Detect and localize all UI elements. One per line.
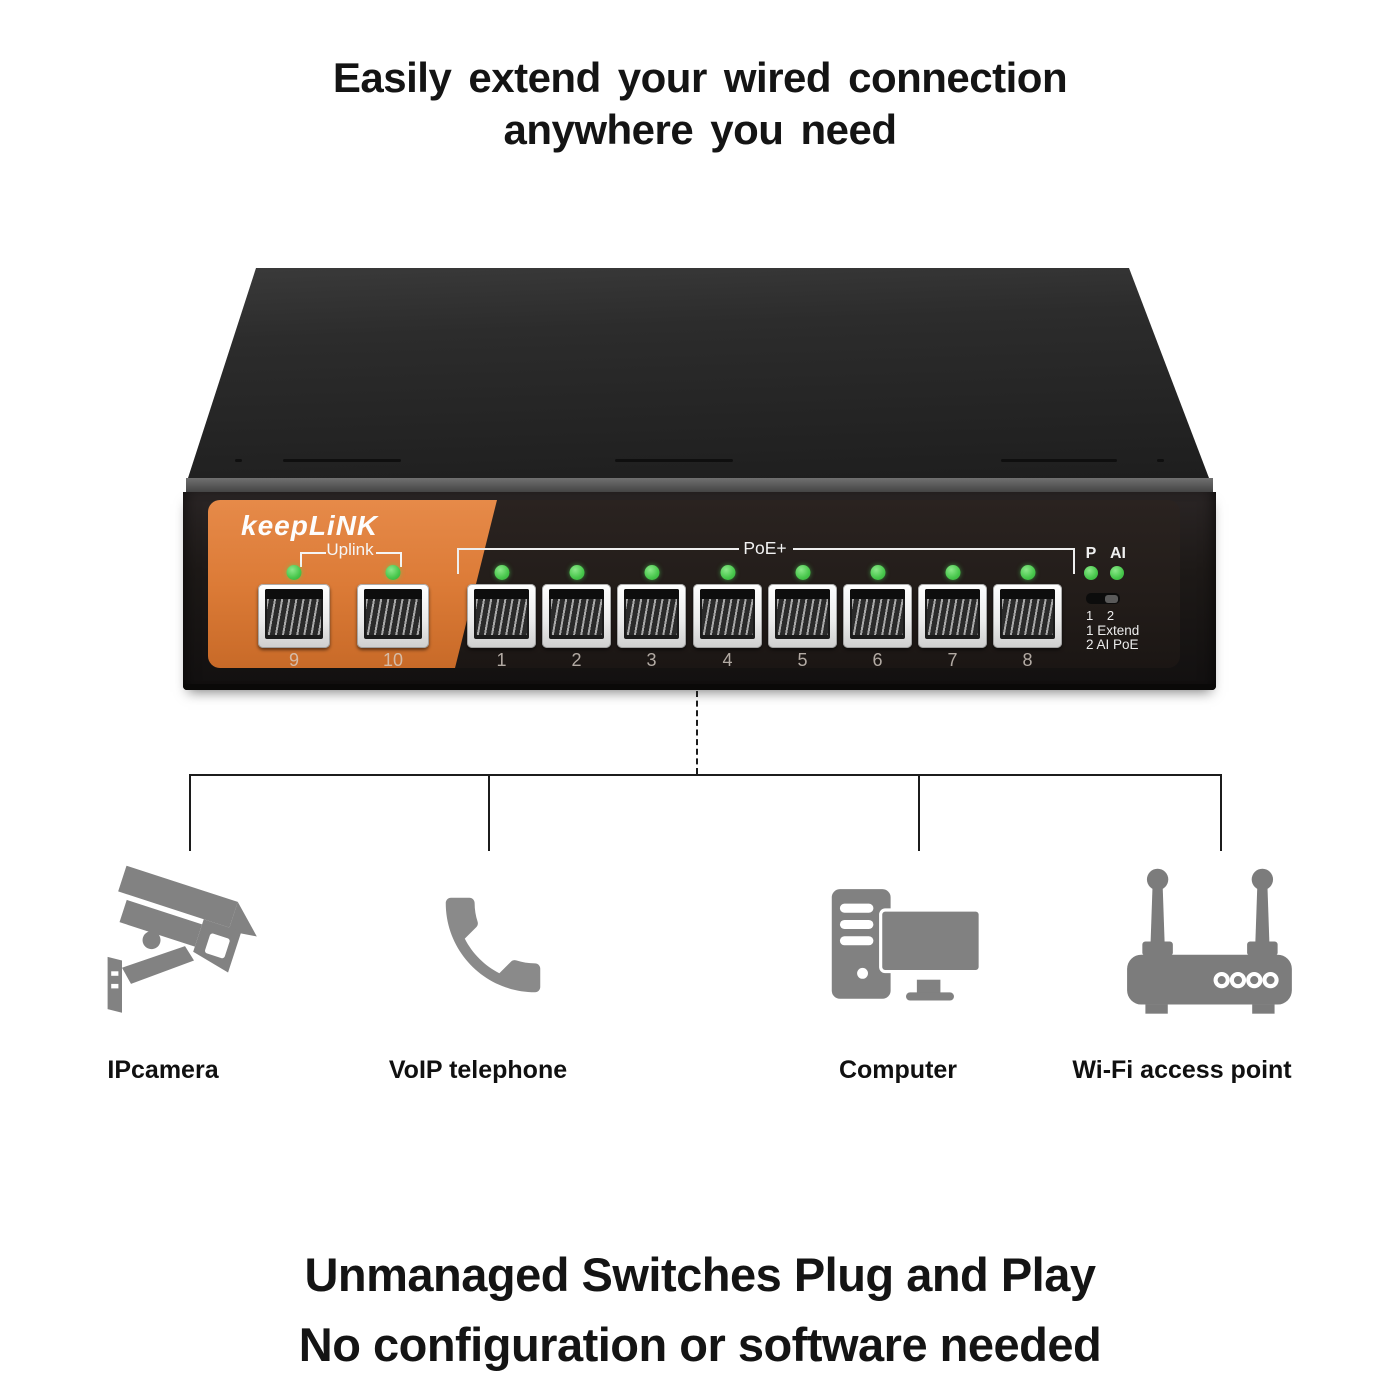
port-led: [720, 565, 735, 580]
rj45-jack: [775, 589, 830, 639]
rj45-jack: [850, 589, 905, 639]
uplink-label: Uplink: [326, 540, 374, 559]
port-group-2: 2: [542, 562, 611, 672]
label-wifi-access-point: Wi-Fi access point: [1072, 1056, 1292, 1084]
dip-position-numbers: 1 2: [1086, 608, 1120, 623]
connector-drop-ipcamera: [189, 774, 191, 851]
switch-front-bevel: [186, 478, 1213, 492]
rj45-port: [918, 584, 987, 648]
headline-top-line2: anywhere you need: [503, 106, 897, 153]
phone-handset-icon: [445, 897, 541, 993]
brand-logo: keepLiNK: [241, 510, 379, 541]
headline-bottom-line2: No configuration or software needed: [298, 1318, 1102, 1371]
port-group-1: 1: [467, 562, 536, 672]
port-group-5: 5: [768, 562, 837, 672]
rj45-jack: [549, 589, 604, 639]
port-number: 2: [571, 650, 582, 670]
port-led: [644, 565, 659, 580]
faceplate-orange-panel: [208, 500, 497, 668]
connector-horizontal-line: [189, 774, 1222, 776]
rj45-port: [693, 584, 762, 648]
connector-dashed-line: [696, 691, 698, 774]
headline-top-line1: Easily extend your wired connection: [332, 54, 1068, 101]
device-voip-telephone: [430, 882, 556, 1013]
port-led: [286, 565, 302, 580]
rj45-port: [843, 584, 912, 648]
port-led: [870, 565, 885, 580]
power-led-label: P: [1085, 545, 1097, 562]
ai-led-label: AI: [1110, 545, 1126, 562]
dip-switch-knob: [1105, 594, 1118, 603]
top-seam-slot: [283, 459, 401, 462]
top-seam-slot: [1001, 459, 1117, 462]
headline-top: Easily extend your wired connection anyw…: [0, 52, 1400, 156]
label-computer: Computer: [838, 1056, 958, 1084]
port-led: [494, 565, 509, 580]
port-number: 9: [288, 650, 299, 670]
port-group-8: 8: [993, 562, 1062, 672]
port-group-3: 3: [617, 562, 686, 672]
port-number: 7: [947, 650, 958, 670]
top-seam-dot: [1157, 459, 1164, 462]
connector-drop-computer: [918, 774, 920, 851]
rj45-port: [993, 584, 1062, 648]
port-number: 6: [872, 650, 883, 670]
poe-bracket-left: [457, 548, 739, 574]
port-number: 1: [496, 650, 507, 670]
rj45-jack: [265, 589, 323, 639]
connector-drop-voip: [488, 774, 490, 851]
label-ipcamera: IPcamera: [107, 1056, 219, 1084]
port-group-7: 7: [918, 562, 987, 672]
port-number: 8: [1022, 650, 1033, 670]
label-voip-telephone: VoIP telephone: [388, 1056, 568, 1084]
port-group-9: 9: [258, 562, 330, 672]
poe-switch: keepLiNK Uplink PoE+ 9 10 1 2 3 4 5: [183, 268, 1216, 690]
rj45-port: [617, 584, 686, 648]
connector-drop-wifi: [1220, 774, 1222, 851]
rj45-jack: [1000, 589, 1055, 639]
port-led: [1020, 565, 1035, 580]
power-led: [1084, 566, 1098, 580]
headline-bottom: Unmanaged Switches Plug and Play No conf…: [0, 1240, 1400, 1380]
dip-mode1-label: 1 Extend: [1086, 623, 1140, 638]
poe-bracket-right: [793, 548, 1075, 574]
poe-label: PoE+: [743, 538, 787, 558]
rj45-port: [542, 584, 611, 648]
port-group-10: 10: [357, 562, 429, 672]
device-ipcamera: [95, 858, 275, 1023]
uplink-bracket-left: [300, 552, 326, 567]
ai-led: [1110, 566, 1124, 580]
port-number: 3: [646, 650, 657, 670]
top-seam-slot: [615, 459, 733, 462]
rj45-jack: [474, 589, 529, 639]
device-computer: [820, 878, 992, 1033]
rj45-jack: [925, 589, 980, 639]
port-number: 4: [722, 650, 733, 670]
headline-bottom-line1: Unmanaged Switches Plug and Play: [304, 1248, 1096, 1301]
port-led: [945, 565, 960, 580]
dip-mode2-label: 2 AI PoE: [1086, 637, 1139, 652]
rj45-jack: [700, 589, 755, 639]
top-seam-dot: [235, 459, 242, 462]
rj45-port: [467, 584, 536, 648]
port-number: 10: [382, 650, 404, 670]
rj45-jack: [624, 589, 679, 639]
port-led: [385, 565, 401, 580]
switch-top-face: [188, 268, 1209, 478]
port-group-6: 6: [843, 562, 912, 672]
port-group-4: 4: [693, 562, 762, 672]
device-wifi-access-point: [1122, 862, 1300, 1030]
rj45-port: [768, 584, 837, 648]
dip-switch: [1086, 593, 1120, 604]
port-led: [569, 565, 584, 580]
rj45-port: [258, 584, 330, 648]
rj45-jack: [364, 589, 422, 639]
cctv-camera-icon: [107, 865, 257, 1013]
wifi-access-point-icon: [1127, 868, 1292, 1014]
port-number: 5: [797, 650, 808, 670]
desktop-computer-icon: [831, 889, 982, 1001]
uplink-bracket-right: [376, 552, 402, 567]
rj45-port: [357, 584, 429, 648]
port-led: [795, 565, 810, 580]
